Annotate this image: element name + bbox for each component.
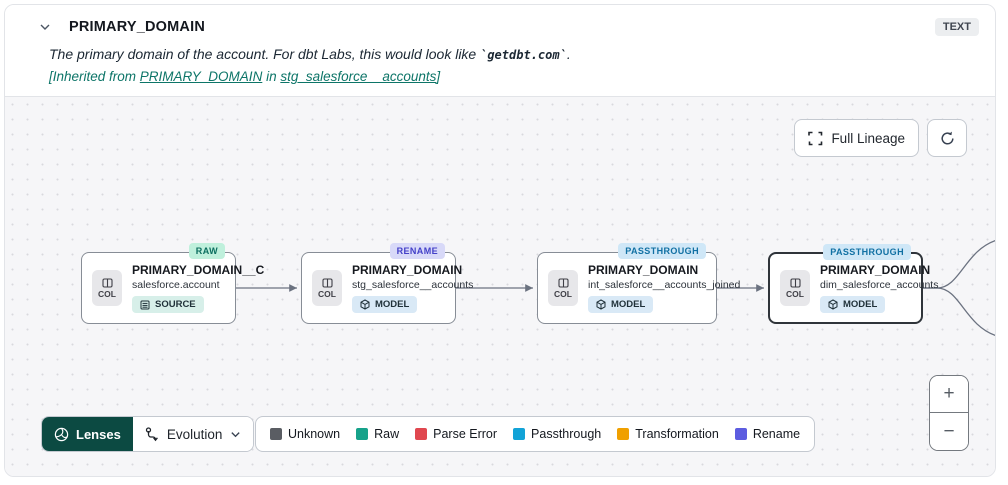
column-type-badge: TEXT: [934, 18, 979, 36]
inherited-note: [Inherited from PRIMARY_DOMAIN in stg_sa…: [49, 69, 441, 84]
inline-code: `getdbt.com`: [480, 48, 567, 62]
node-subtitle: salesforce.account: [132, 279, 220, 291]
expand-icon: [808, 131, 823, 145]
refresh-button[interactable]: [927, 119, 967, 157]
legend-swatch: [513, 428, 526, 440]
source-icon: [140, 300, 150, 309]
column-title: PRIMARY_DOMAIN: [69, 19, 205, 35]
columns-icon: [557, 277, 569, 288]
resource-badge: MODEL: [352, 296, 418, 313]
columns-icon: [789, 277, 801, 288]
status-badge: RAW: [188, 243, 225, 259]
status-badge: PASSTHROUGH: [618, 243, 706, 259]
collapse-chevron-icon[interactable]: [35, 17, 55, 37]
lineage-node-int[interactable]: PASSTHROUGH COL PRIMARY_DOMAIN int_sales…: [537, 243, 740, 324]
zoom-control: + −: [929, 375, 969, 451]
legend-item-passthrough: Passthrough: [513, 427, 601, 441]
chevron-down-icon: [231, 431, 241, 437]
legend-item-unknown: Unknown: [270, 427, 340, 441]
node-title: PRIMARY_DOMAIN: [352, 263, 463, 277]
legend-item-rename: Rename: [734, 427, 800, 441]
node-title: PRIMARY_DOMAIN__C: [132, 263, 265, 277]
legend-swatch: [734, 428, 747, 440]
lenses-toolbar: Lenses Evolution: [41, 416, 255, 452]
status-badge: RENAME: [389, 243, 445, 259]
lineage-node-stg[interactable]: RENAME COL PRIMARY_DOMAIN stg_salesforce…: [301, 243, 473, 324]
resource-badge: MODEL: [588, 296, 654, 313]
resource-badge: MODEL: [820, 296, 886, 313]
lens-selector-dropdown[interactable]: Evolution: [132, 417, 254, 451]
column-lineage-panel: PRIMARY_DOMAIN TEXT The primary domain o…: [4, 4, 996, 477]
model-cube-icon: [828, 299, 838, 310]
zoom-in-button[interactable]: +: [930, 376, 968, 413]
columns-icon: [321, 277, 333, 288]
node-subtitle: stg_salesforce__accounts: [352, 279, 474, 291]
zoom-out-button[interactable]: −: [930, 413, 968, 450]
lineage-node-source[interactable]: RAW COL PRIMARY_DOMAIN__C salesforce.acc…: [81, 243, 264, 324]
lineage-canvas[interactable]: RAW COL PRIMARY_DOMAIN__C salesforce.acc…: [5, 96, 995, 476]
node-title: PRIMARY_DOMAIN: [588, 263, 699, 277]
full-lineage-button[interactable]: Full Lineage: [794, 119, 919, 157]
legend-swatch: [415, 428, 428, 440]
legend-item-parse-error: Parse Error: [415, 427, 497, 441]
legend-swatch: [356, 428, 369, 440]
inherited-column-link[interactable]: PRIMARY_DOMAIN: [139, 69, 263, 84]
columns-icon: [101, 277, 113, 288]
resource-badge: SOURCE: [132, 296, 204, 313]
column-chip: COL: [312, 270, 342, 306]
evolution-route-icon: [145, 426, 158, 441]
lens-aperture-icon: [54, 427, 69, 441]
refresh-icon: [940, 131, 954, 144]
lenses-button[interactable]: Lenses: [42, 417, 133, 451]
column-chip: COL: [548, 270, 578, 306]
column-description: The primary domain of the account. For d…: [49, 46, 571, 62]
legend-swatch: [617, 428, 630, 440]
inherited-model-link[interactable]: stg_salesforce__accounts: [280, 69, 437, 84]
legend-swatch: [270, 428, 282, 440]
model-cube-icon: [360, 299, 370, 310]
column-chip: COL: [92, 270, 122, 306]
node-subtitle: int_salesforce__accounts_joined: [588, 279, 741, 291]
legend-item-transformation: Transformation: [617, 427, 719, 441]
lens-legend: Unknown Raw Parse Error Passthrough Tran…: [255, 416, 816, 452]
legend-item-raw: Raw: [356, 427, 399, 441]
lineage-node-dim[interactable]: PASSTHROUGH COL PRIMARY_DOMAIN dim_sales…: [768, 244, 938, 324]
column-header: PRIMARY_DOMAIN TEXT The primary domain o…: [5, 5, 995, 96]
column-chip: COL: [780, 270, 810, 306]
node-title: PRIMARY_DOMAIN: [820, 263, 931, 277]
node-subtitle: dim_salesforce_accounts: [820, 279, 939, 291]
status-badge: PASSTHROUGH: [823, 244, 911, 260]
model-cube-icon: [596, 299, 606, 310]
